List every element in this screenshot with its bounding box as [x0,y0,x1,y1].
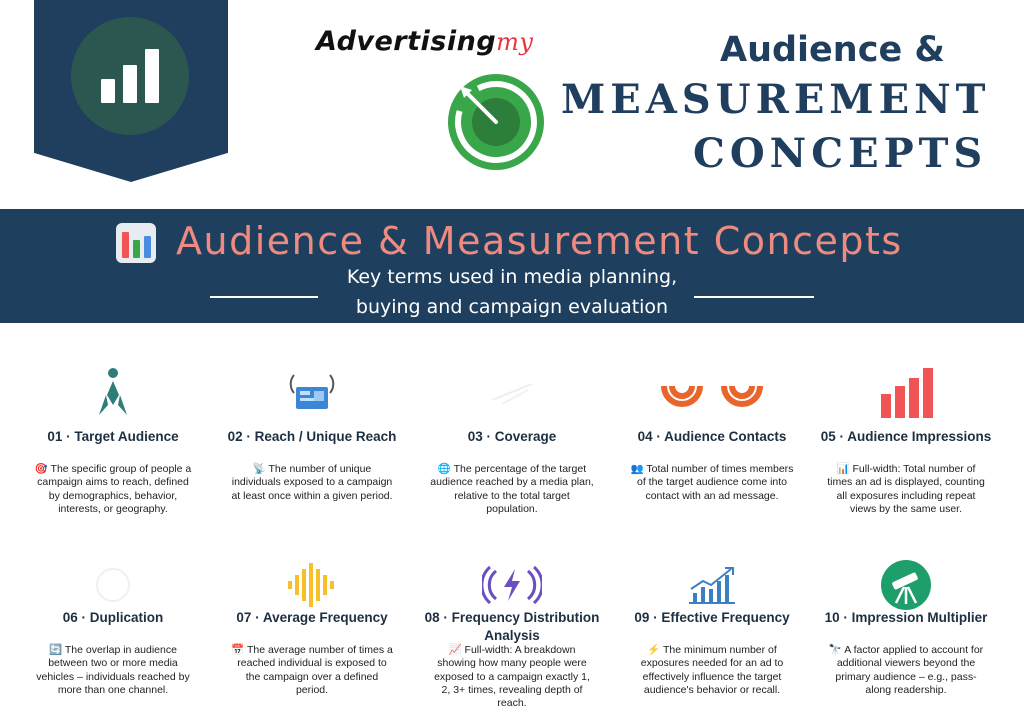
concept-title: 01 · Target Audience [47,429,179,444]
lightning-signal-icon [412,555,612,615]
band-rule-right [694,296,814,298]
concept-description: 👥 Total number of times members of the t… [630,463,794,502]
advertising-my-logo[interactable]: Advertisingmy [316,26,534,57]
telescope-icon [806,555,1006,615]
concept-description: 🔄 The overlap in audience between two or… [36,644,190,696]
concept-description: 📅 The average number of times a reached … [231,644,393,696]
target-icon [448,74,544,170]
concept-title: 07 · Average Frequency [236,610,388,625]
title-band [0,209,1024,323]
band-title: Audience & Measurement Concepts [176,219,903,263]
header-ribbon [34,0,228,182]
concept-description: 📊 Full-width: Total number of times an a… [827,463,985,515]
concept-description: 🎯 The specific group of people a campaig… [34,463,192,515]
concept-description: 🌐 The percentage of the target audience … [430,463,594,515]
band-subtitle-line1: Key terms used in media planning, [346,266,678,288]
rising-bars-icon [806,362,1006,422]
band-rule-left [210,296,318,298]
bar-chart-icon [71,17,189,135]
concept-title: 02 · Reach / Unique Reach [227,429,397,444]
band-subtitle-line2: buying and campaign evaluation [355,296,669,318]
concept-title: 04 · Audience Contacts [637,429,787,444]
sound-wave-icon [212,555,412,615]
concept-title: 05 · Audience Impressions [820,429,992,444]
rocket-icon [13,362,213,422]
header-title-line3: CONCEPTS [693,130,988,177]
concept-title: 08 · Frequency Distribution Analysis [424,610,600,643]
broadcast-screen-icon [212,362,412,422]
concept-description: 📈 Full-width: A breakdown showing how ma… [434,644,590,710]
growth-chart-icon [612,555,812,615]
overlap-faint-icon [13,555,213,615]
concept-description: ⚡ The minimum number of exposures needed… [640,644,784,696]
globe-faint-icon [412,362,612,422]
bar-chart-emoji-icon [116,223,156,263]
concept-title: 06 · Duplication [62,610,164,625]
concept-title: 03 · Coverage [467,429,557,444]
concept-description: 🔭 A factor applied to account for additi… [828,644,984,696]
header-title-line2: MEASUREMENT [561,76,991,123]
contact-rings-icon [612,362,812,422]
concept-description: 📡 The number of unique individuals expos… [231,463,393,502]
header-title-line1: Audience & [720,30,945,70]
concept-title: 10 · Impression Multiplier [824,610,988,625]
concept-title: 09 · Effective Frequency [634,610,790,625]
